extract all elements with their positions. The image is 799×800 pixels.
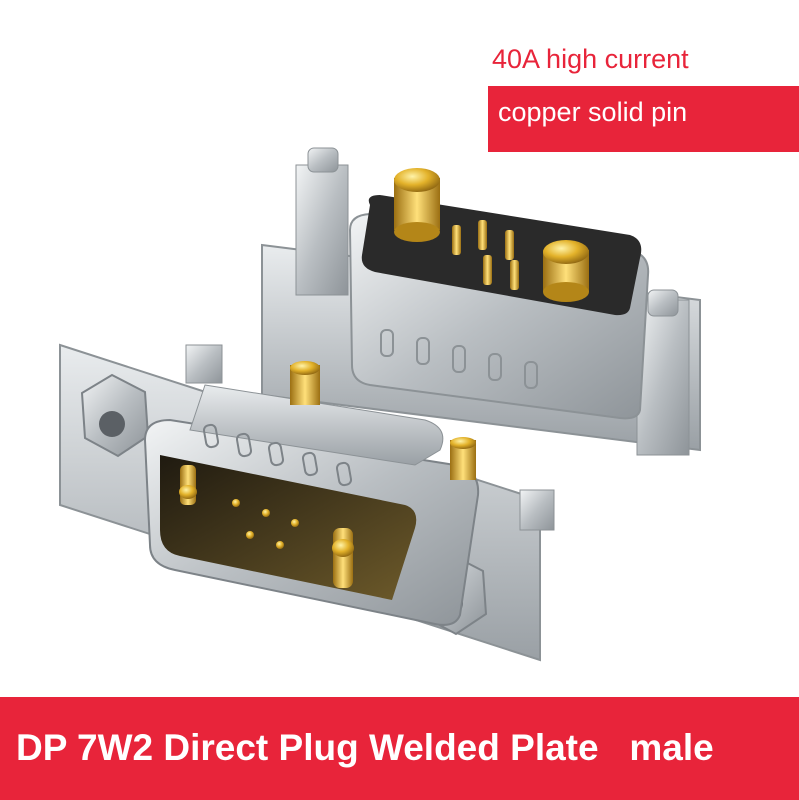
feature-line-2: copper solid pin	[498, 97, 688, 127]
title-banner: DP 7W2 Direct Plug Welded Plate male	[0, 697, 799, 800]
female-connector	[261, 147, 701, 456]
male-connector	[59, 343, 555, 662]
feature-line-1: 40A high current	[492, 44, 689, 74]
feature-badge: copper solid pin	[488, 86, 799, 152]
product-title: DP 7W2 Direct Plug Welded Plate male	[16, 727, 714, 768]
